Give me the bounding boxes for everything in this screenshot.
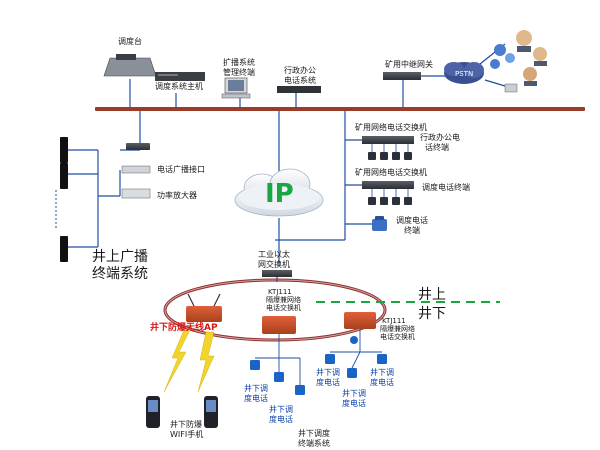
label-ug-phone-e2: 度电话 [342,399,366,408]
ktj111-switch-icon [262,312,376,334]
computer-icon [221,77,251,99]
label-ug-phone-c2: 度电话 [316,378,340,387]
industrial-switch-icon [262,270,292,277]
label-dispatch-host: 调度系统主机 [155,82,203,91]
ip-phone-row-icon [368,152,412,205]
pstn-cloud-icon [444,62,484,84]
label-power-amplifier: 功率放大器 [157,191,197,200]
network-switch-icon [362,136,414,189]
label-broadcast-mgmt-2: 管理终端 [223,68,255,77]
dispatch-phone-icon [372,216,387,231]
wireless-signal-icon [163,329,215,393]
label-broadcast-mgmt-1: 扩播系统 [223,58,255,67]
label-ktj-right-3: 电话交换机 [380,333,415,341]
label-admin-terminal-2: 话终端 [425,143,449,152]
label-ug-phone-b1: 井下调 [269,405,293,414]
label-wifi-phone-1: 井下防爆 [170,420,202,429]
label-ug-dispatch-system-1: 井下调度 [298,429,330,438]
label-ug-phone-e1: 井下调 [342,389,366,398]
label-relay-gateway: 矿用中继网关 [385,60,433,69]
backbone-bus [95,107,585,111]
label-ip-cloud: IP [265,179,294,209]
relay-gateway-icon [383,72,421,80]
label-admin-phone-1: 行政办公 [284,66,316,75]
label-underground: 井下 [418,306,446,322]
pstn-endpoints-icon [490,30,547,93]
underground-phone-lines [255,329,382,385]
label-phone-broadcast-interface: 电话广播接口 [157,165,205,174]
label-ug-phone-a1: 井下调 [244,384,268,393]
label-ug-dispatch-system-2: 终端系统 [298,439,330,448]
wifi-phone-icon [146,396,218,428]
label-ug-phone-c1: 井下调 [316,368,340,377]
label-ktj-left-3: 电话交换机 [266,304,301,312]
underground-phone-icon [250,336,387,395]
label-dispatch-phone-1: 调度电话 [396,216,428,225]
label-surface-broadcast-2: 终端系统 [92,266,148,282]
label-ug-phone-d1: 井下调 [370,368,394,377]
label-wifi-phone-2: WIFI手机 [170,430,204,439]
label-dispatch-phone-2: 终端 [404,226,420,235]
label-ug-phone-b2: 度电话 [269,415,293,424]
label-industrial-ethernet-2: 网交换机 [258,260,290,269]
label-ug-phone-a2: 度电话 [244,394,268,403]
label-ug-phone-d2: 度电话 [370,378,394,387]
ip-cloud-icon [234,168,324,217]
label-ktj-left-2: 隔爆兼网络 [266,296,301,304]
label-underground-ap: 井下防爆无线AP [150,323,218,333]
speaker-icon [60,137,68,262]
label-admin-terminal-1: 行政办公电 [420,133,460,142]
label-ktj-left-1: KTJ111 [268,288,292,296]
label-industrial-ethernet-1: 工业以太 [258,250,290,259]
label-ktj-right-2: 隔爆兼网络 [380,325,415,333]
label-admin-phone-2: 电话系统 [284,76,316,85]
surface-broadcast-lines [68,149,120,248]
wireless-ap-icon [186,293,222,322]
label-pstn: PSTN [455,70,474,78]
admin-phone-host-icon [277,86,321,93]
label-surface: 井上 [418,287,446,303]
label-dispatch-console: 调度台 [118,37,142,46]
label-mining-switch-b: 矿用网络电话交换机 [355,168,427,177]
label-ktj-right-1: KTJ111 [382,317,406,325]
label-surface-broadcast-1: 井上广播 [92,249,148,265]
label-mining-switch-a: 矿用网络电话交换机 [355,123,427,132]
broadcast-interface-icon [121,143,151,199]
label-dispatch-terminal: 调度电话终端 [422,183,470,192]
dispatch-console-icon [103,54,157,77]
dispatch-host-icon [155,72,205,81]
